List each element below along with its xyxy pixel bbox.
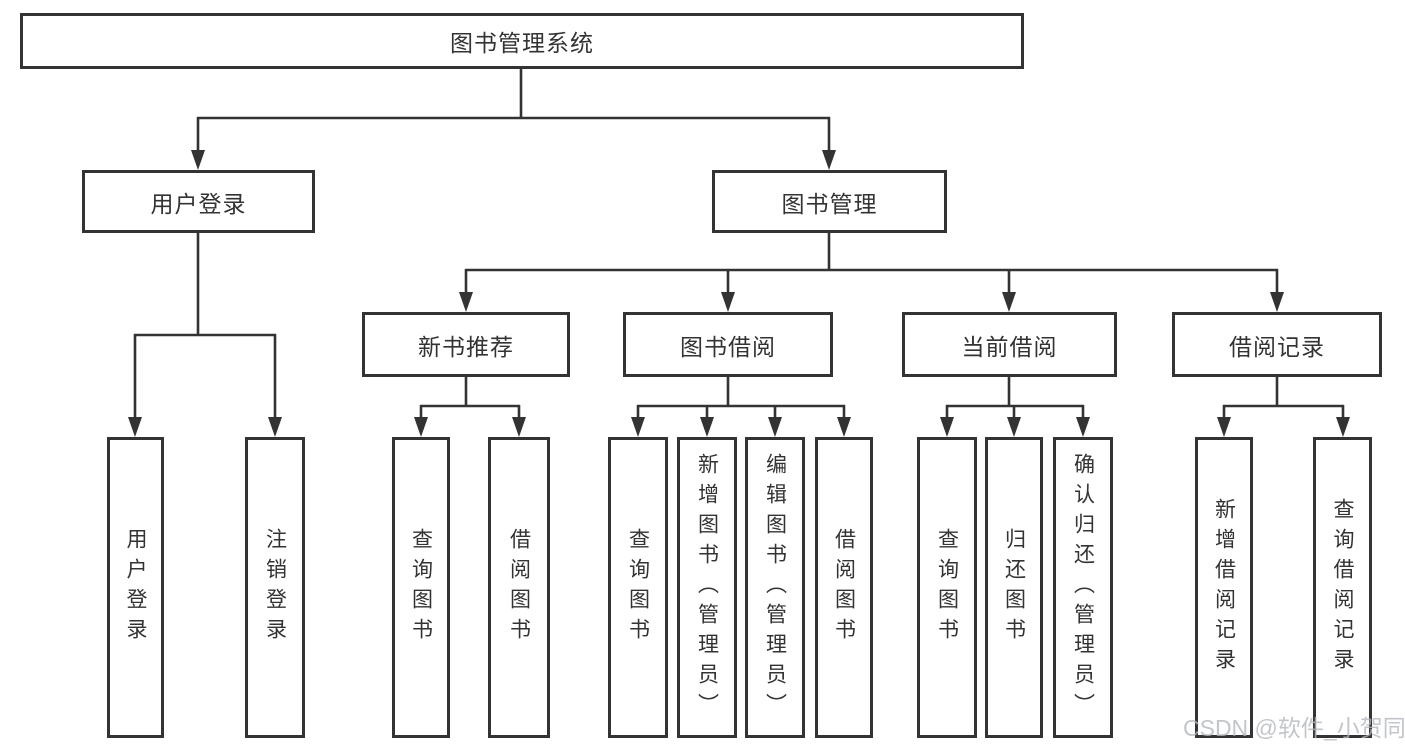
leaf-user-login: 用户登录 — [107, 437, 164, 738]
node-book-borrow-label: 图书借阅 — [680, 333, 776, 360]
leaf-borrow-edit-book-admin-label: 编辑图书（管理员） — [763, 452, 787, 723]
edge-bookmgmt-to-level3 — [459, 233, 1284, 312]
leaf-borrow-add-book-admin: 新增图书（管理员） — [677, 437, 737, 738]
node-user-login-label: 用户登录 — [150, 190, 247, 217]
edge-currentborrow-to-leaves — [940, 377, 1090, 437]
leaf-borrow-borrow-book-label: 借阅图书 — [832, 527, 856, 648]
leaf-borrow-query-book: 查询图书 — [608, 437, 668, 738]
edge-records-to-leaves — [1217, 377, 1350, 437]
leaf-records-add-record-label: 新增借阅记录 — [1212, 497, 1236, 678]
leaf-current-return-book: 归还图书 — [985, 437, 1043, 738]
leaf-current-query-book: 查询图书 — [917, 437, 977, 738]
leaf-newbook-borrow-book-label: 借阅图书 — [507, 527, 531, 648]
leaf-logout: 注销登录 — [245, 437, 305, 738]
leaf-user-login-label: 用户登录 — [124, 527, 147, 648]
edge-userlogin-to-leaves — [128, 233, 282, 437]
leaf-borrow-edit-book-admin: 编辑图书（管理员） — [745, 437, 805, 738]
node-root: 图书管理系统 — [20, 13, 1024, 69]
leaf-newbook-query-book-label: 查询图书 — [409, 527, 433, 648]
csdn-watermark: CSDN @软件_小贺同学 — [1183, 715, 1405, 741]
node-current-borrow-label: 当前借阅 — [961, 333, 1058, 360]
leaf-logout-label: 注销登录 — [263, 527, 287, 648]
node-book-management-label: 图书管理 — [781, 190, 878, 217]
node-book-borrow: 图书借阅 — [623, 312, 833, 377]
node-new-book-recommend: 新书推荐 — [362, 312, 570, 377]
leaf-borrow-query-book-label: 查询图书 — [626, 527, 650, 648]
node-borrow-records: 借阅记录 — [1172, 312, 1382, 377]
leaf-current-query-book-label: 查询图书 — [935, 527, 959, 648]
leaf-borrow-add-book-admin-label: 新增图书（管理员） — [695, 452, 719, 723]
node-user-login: 用户登录 — [82, 170, 315, 233]
node-borrow-records-label: 借阅记录 — [1229, 333, 1325, 360]
leaf-current-return-book-label: 归还图书 — [1002, 527, 1026, 648]
leaf-records-query-record-label: 查询借阅记录 — [1331, 497, 1354, 678]
node-root-label: 图书管理系统 — [450, 30, 594, 56]
node-new-book-recommend-label: 新书推荐 — [418, 333, 514, 360]
leaf-current-confirm-return-admin-label: 确认归还（管理员） — [1071, 452, 1095, 723]
leaf-records-add-record: 新增借阅记录 — [1195, 437, 1253, 738]
leaf-newbook-borrow-book: 借阅图书 — [488, 437, 550, 738]
edge-newbook-to-leaves — [414, 377, 526, 437]
leaf-records-query-record: 查询借阅记录 — [1313, 437, 1372, 738]
leaf-current-confirm-return-admin: 确认归还（管理员） — [1053, 437, 1113, 738]
edge-root-to-level2 — [191, 69, 836, 170]
leaf-newbook-query-book: 查询图书 — [392, 437, 450, 738]
node-book-management: 图书管理 — [712, 170, 947, 233]
leaf-borrow-borrow-book: 借阅图书 — [815, 437, 873, 738]
edge-bookborrow-to-leaves — [631, 377, 851, 437]
node-current-borrow: 当前借阅 — [902, 312, 1117, 377]
